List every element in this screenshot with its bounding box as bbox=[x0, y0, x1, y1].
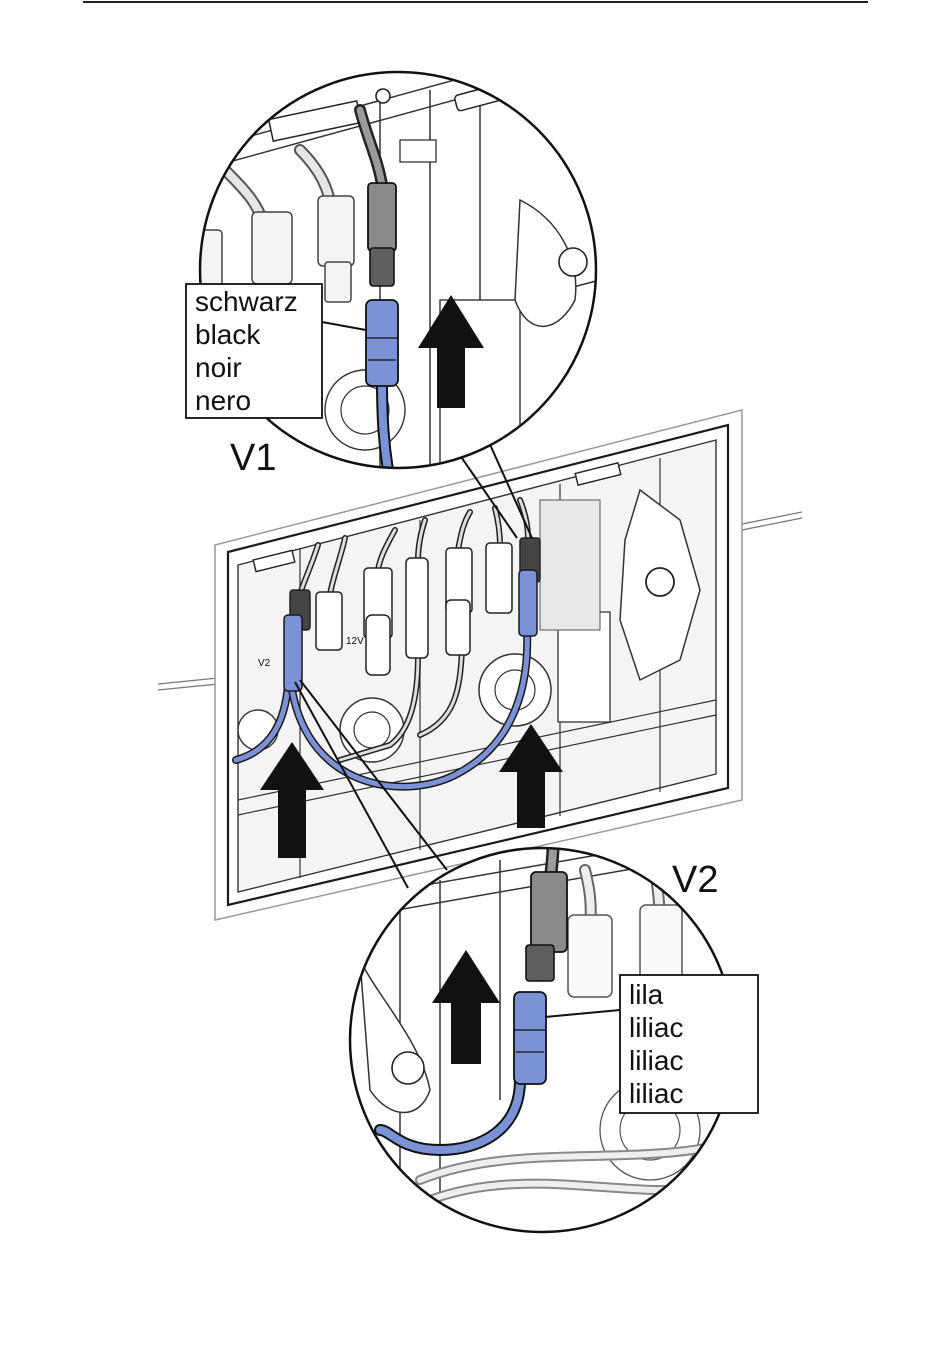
v1-id-label: V1 bbox=[230, 437, 276, 479]
v2-id-label: V2 bbox=[672, 859, 718, 901]
v1-color-label-4: nero bbox=[195, 385, 251, 416]
v2-color-label-2: liliac bbox=[629, 1012, 683, 1043]
detail-circle-v1: schwarz black noir nero V1 bbox=[186, 40, 600, 479]
voltage-label: 12V bbox=[346, 636, 364, 647]
v1-color-label-3: noir bbox=[195, 352, 242, 383]
detail-circle-v2: lila liliac liliac liliac V2 bbox=[340, 830, 758, 1240]
v2-color-label-1: lila bbox=[629, 979, 664, 1010]
v1-color-label-1: schwarz bbox=[195, 286, 298, 317]
v1-color-label-2: black bbox=[195, 319, 261, 350]
v2-color-label-4: liliac bbox=[629, 1078, 683, 1109]
v2-color-label-3: liliac bbox=[629, 1045, 683, 1076]
connector-label: V2 bbox=[258, 658, 271, 669]
